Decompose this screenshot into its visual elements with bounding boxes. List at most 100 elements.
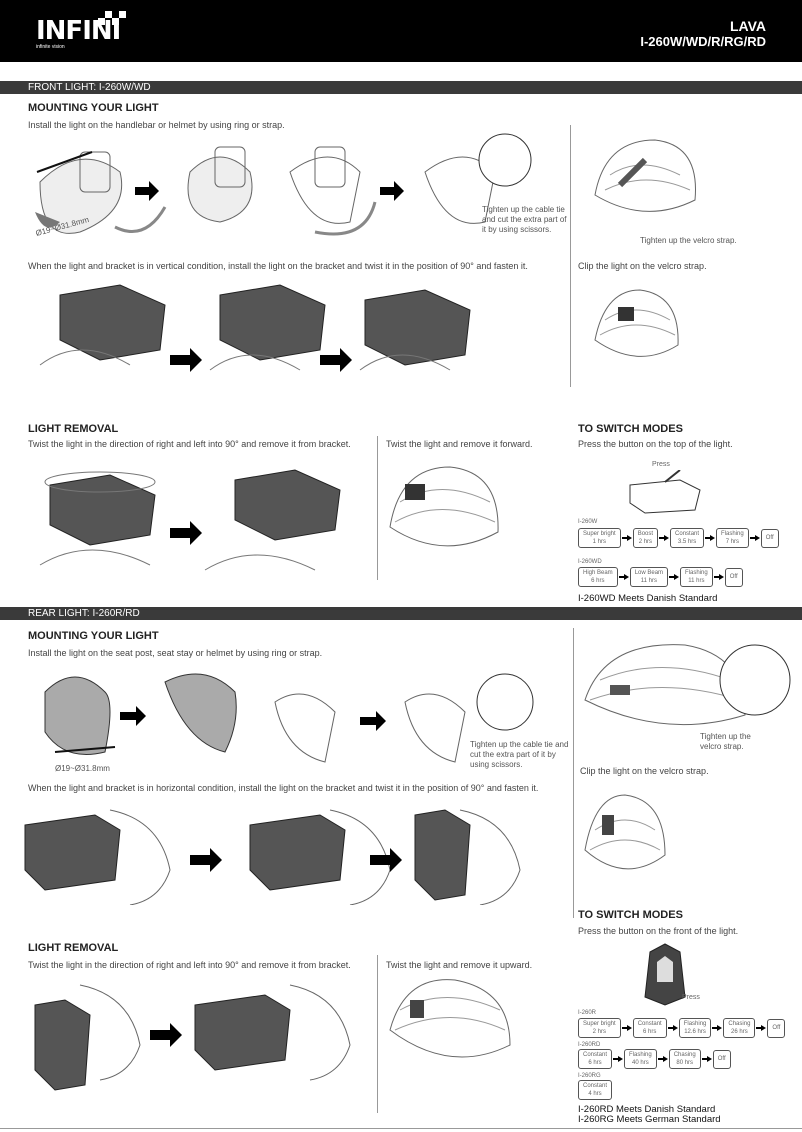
rear-modes-title: TO SWITCH MODES <box>578 909 683 921</box>
mode-box: Off <box>724 567 743 587</box>
arrow-right-icon <box>613 1056 624 1062</box>
mode-name: Flashing <box>721 531 744 537</box>
mode-name: Off <box>717 1056 726 1062</box>
mode-name: Flashing <box>683 1021 707 1027</box>
mode-runtime: 40 hrs <box>632 1060 649 1066</box>
front-modes-text: Press the button on the top of the light… <box>578 439 733 449</box>
mode-box: Constant 6 hrs <box>632 1018 667 1038</box>
mode-name: Off <box>729 574 738 580</box>
mode-name: Constant <box>675 531 700 537</box>
mode-box: Boost 2 hrs <box>632 528 659 548</box>
rear-modes-text: Press the button on the front of the lig… <box>578 926 739 936</box>
mode-box: Constant 4 hrs <box>578 1080 613 1100</box>
mode-runtime: 6 hrs <box>588 1060 602 1066</box>
rear-mounting-title: MOUNTING YOUR LIGHT <box>28 630 159 642</box>
front-removal-text: Twist the light in the direction of righ… <box>28 439 351 449</box>
mode-sequence-i260rd: Constant 6 hrs Flashing 40 hrs Chasing 80 hrs… <box>578 1049 731 1069</box>
mode-runtime: 2 hrs <box>638 539 653 545</box>
front-mounting-title: MOUNTING YOUR LIGHT <box>28 102 159 114</box>
mode-runtime: 12.6 hrs <box>684 1029 706 1035</box>
rear-mounting-illustration <box>44 673 534 763</box>
arrow-right-icon <box>621 535 632 541</box>
mode-box: Off <box>760 528 779 548</box>
mode-runtime: 80 hrs <box>676 1060 694 1066</box>
mode-runtime: 7 hrs <box>725 539 740 545</box>
front-removal-helmet-text: Twist the light and remove it forward. <box>386 439 533 449</box>
divider <box>377 955 378 1113</box>
mode-name: Constant <box>583 1083 608 1089</box>
mode-runtime: 6 hrs <box>643 1029 657 1035</box>
helmet-velcro-illustration <box>594 139 696 212</box>
mode-box: Off <box>767 1018 786 1038</box>
product-name: LAVA <box>729 18 766 34</box>
header: INFINI infinite vision LAVA I-260W/WD/R/… <box>0 0 802 62</box>
rear-clip-text: Clip the light on the velcro strap. <box>580 766 709 776</box>
front-light-bar: FRONT LIGHT: I-260W/WD <box>0 81 802 94</box>
mode-name: Off <box>765 535 774 541</box>
brand-logo: INFINI <box>36 16 121 46</box>
rear-helmet-velcro-illustration <box>584 644 791 726</box>
light-top-press-illustration <box>629 470 701 514</box>
rear-mounting-text: Install the light on the seat post, seat… <box>28 648 323 658</box>
mode-name: Boost <box>637 531 654 537</box>
front-clip-text: Clip the light on the velcro strap. <box>578 261 707 271</box>
mode-model-label: I-260W <box>578 519 598 525</box>
rear-removal-text: Twist the light in the direction of righ… <box>28 960 351 970</box>
front-mounting-text: Install the light on the handlebar or he… <box>28 120 285 130</box>
product-title: LAVA I-260W/WD/R/RG/RD <box>640 18 766 49</box>
helmet-clip-illustration <box>594 289 679 357</box>
mode-box: Flashing 7 hrs <box>716 528 749 548</box>
mode-name: Flashing <box>629 1052 652 1058</box>
mode-name: Off <box>772 1025 781 1031</box>
standard-note: I-260RD Meets Danish Standard <box>578 1104 716 1115</box>
mode-box: Low Beam 11 hrs <box>629 567 669 587</box>
mode-name: Chasing <box>728 1021 751 1027</box>
mode-runtime: 4 hrs <box>588 1091 602 1097</box>
rear-cable-caption: Tighten up the cable tie and cut the ext… <box>470 740 569 769</box>
tagline: infinite vision <box>36 44 65 50</box>
mode-runtime: 2 hrs <box>592 1029 607 1035</box>
mode-runtime: 6 hrs <box>591 578 605 584</box>
mode-runtime: 3.5 hrs <box>677 539 697 545</box>
light-front-press-illustration <box>644 943 686 1006</box>
press-label: Press <box>652 461 670 468</box>
front-removal-illustration <box>39 469 341 571</box>
arrow-right-icon <box>621 1025 632 1031</box>
mode-runtime: 11 hrs <box>688 578 705 584</box>
arrow-right-icon <box>712 1025 723 1031</box>
mode-box: Off <box>712 1049 731 1069</box>
rear-removal-title: LIGHT REMOVAL <box>28 942 119 954</box>
mode-box: Constant 6 hrs <box>578 1049 613 1069</box>
mode-runtime: 1 hrs <box>592 539 607 545</box>
mode-name: Chasing <box>673 1052 696 1058</box>
rear-horizontal-illustration <box>24 809 521 905</box>
mode-model-label: I-260RG <box>578 1073 601 1079</box>
mode-runtime: 11 hrs <box>640 578 657 584</box>
mode-name: Constant <box>583 1052 608 1058</box>
mode-box: Flashing 40 hrs <box>624 1049 657 1069</box>
arrow-right-icon <box>756 1025 767 1031</box>
mode-name: Low Beam <box>634 570 664 576</box>
arrow-right-icon <box>659 535 670 541</box>
arrow-right-icon <box>701 1056 712 1062</box>
rear-diameter-label: Ø19~Ø31.8mm <box>55 764 110 773</box>
mode-name: Super bright <box>583 1021 616 1027</box>
arrow-right-icon <box>749 535 760 541</box>
mode-model-label: I-260R <box>578 1010 597 1016</box>
mode-name: Constant <box>637 1021 662 1027</box>
front-modes-title: TO SWITCH MODES <box>578 423 683 435</box>
mode-name: Flashing <box>685 570 708 576</box>
rear-light-bar: REAR LIGHT: I-260R/RD <box>0 607 802 620</box>
divider <box>377 436 378 580</box>
standard-note: I-260WD Meets Danish Standard <box>578 593 718 604</box>
mode-sequence-i260rg: Constant 4 hrs <box>578 1080 613 1100</box>
mode-box: Constant 3.5 hrs <box>670 528 705 548</box>
rear-horizontal-text: When the light and bracket is in horizon… <box>28 783 539 793</box>
arrow-right-icon <box>705 535 716 541</box>
arrow-right-icon <box>669 574 680 580</box>
standard-note: I-260RG Meets German Standard <box>578 1114 721 1125</box>
mode-sequence-i260r: Super bright 2 hrs Constant 6 hrs Flashing 12… <box>578 1018 786 1038</box>
